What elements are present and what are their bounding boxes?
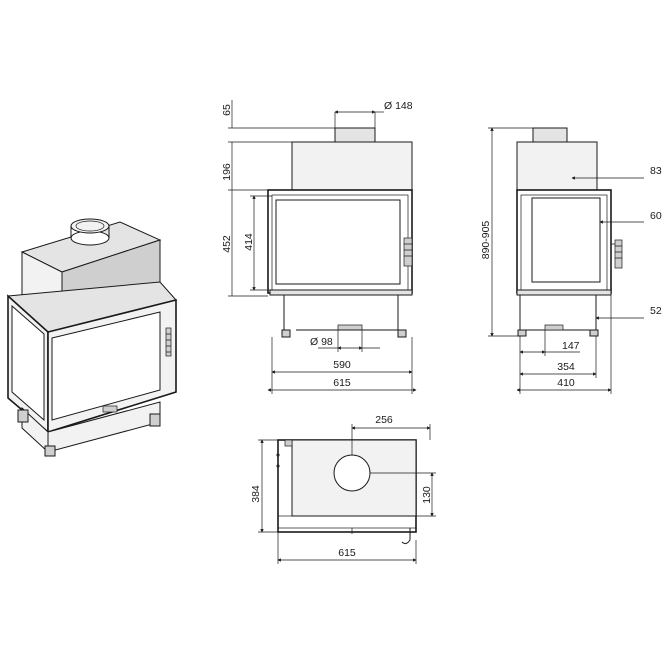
flue-offset-label: 256	[375, 414, 393, 426]
chimney-height-label: 196	[221, 163, 233, 181]
front-view: Ø 148 65 196 452 414 Ø 98 590 615	[221, 100, 417, 394]
top-depth-label: 384	[250, 485, 262, 503]
total-height-label: 890-905	[480, 221, 492, 260]
top-height-label: 65	[221, 104, 233, 116]
flue-diameter-label: Ø 148	[384, 100, 413, 112]
flue-side-offset-label: 130	[421, 486, 433, 504]
perspective-view	[6, 218, 177, 457]
top-width-label: 615	[338, 547, 356, 559]
top-view: 256 130 384 615	[250, 414, 436, 564]
top-offset-label: 83	[650, 165, 662, 177]
door-width-label: 590	[333, 359, 351, 371]
body-depth-label: 354	[557, 361, 575, 373]
handle-offset-label: 60	[650, 210, 662, 222]
foot-offset-label: 147	[562, 340, 580, 352]
side-view: 890-905 83 60 52 147 354 410	[480, 127, 662, 394]
body-height-label: 452	[221, 235, 233, 253]
door-height-label: 414	[243, 233, 255, 251]
air-inlet-diameter-label: Ø 98	[310, 336, 333, 348]
base-offset-label: 52	[650, 305, 662, 317]
total-width-label: 615	[333, 377, 351, 389]
total-depth-label: 410	[557, 377, 575, 389]
